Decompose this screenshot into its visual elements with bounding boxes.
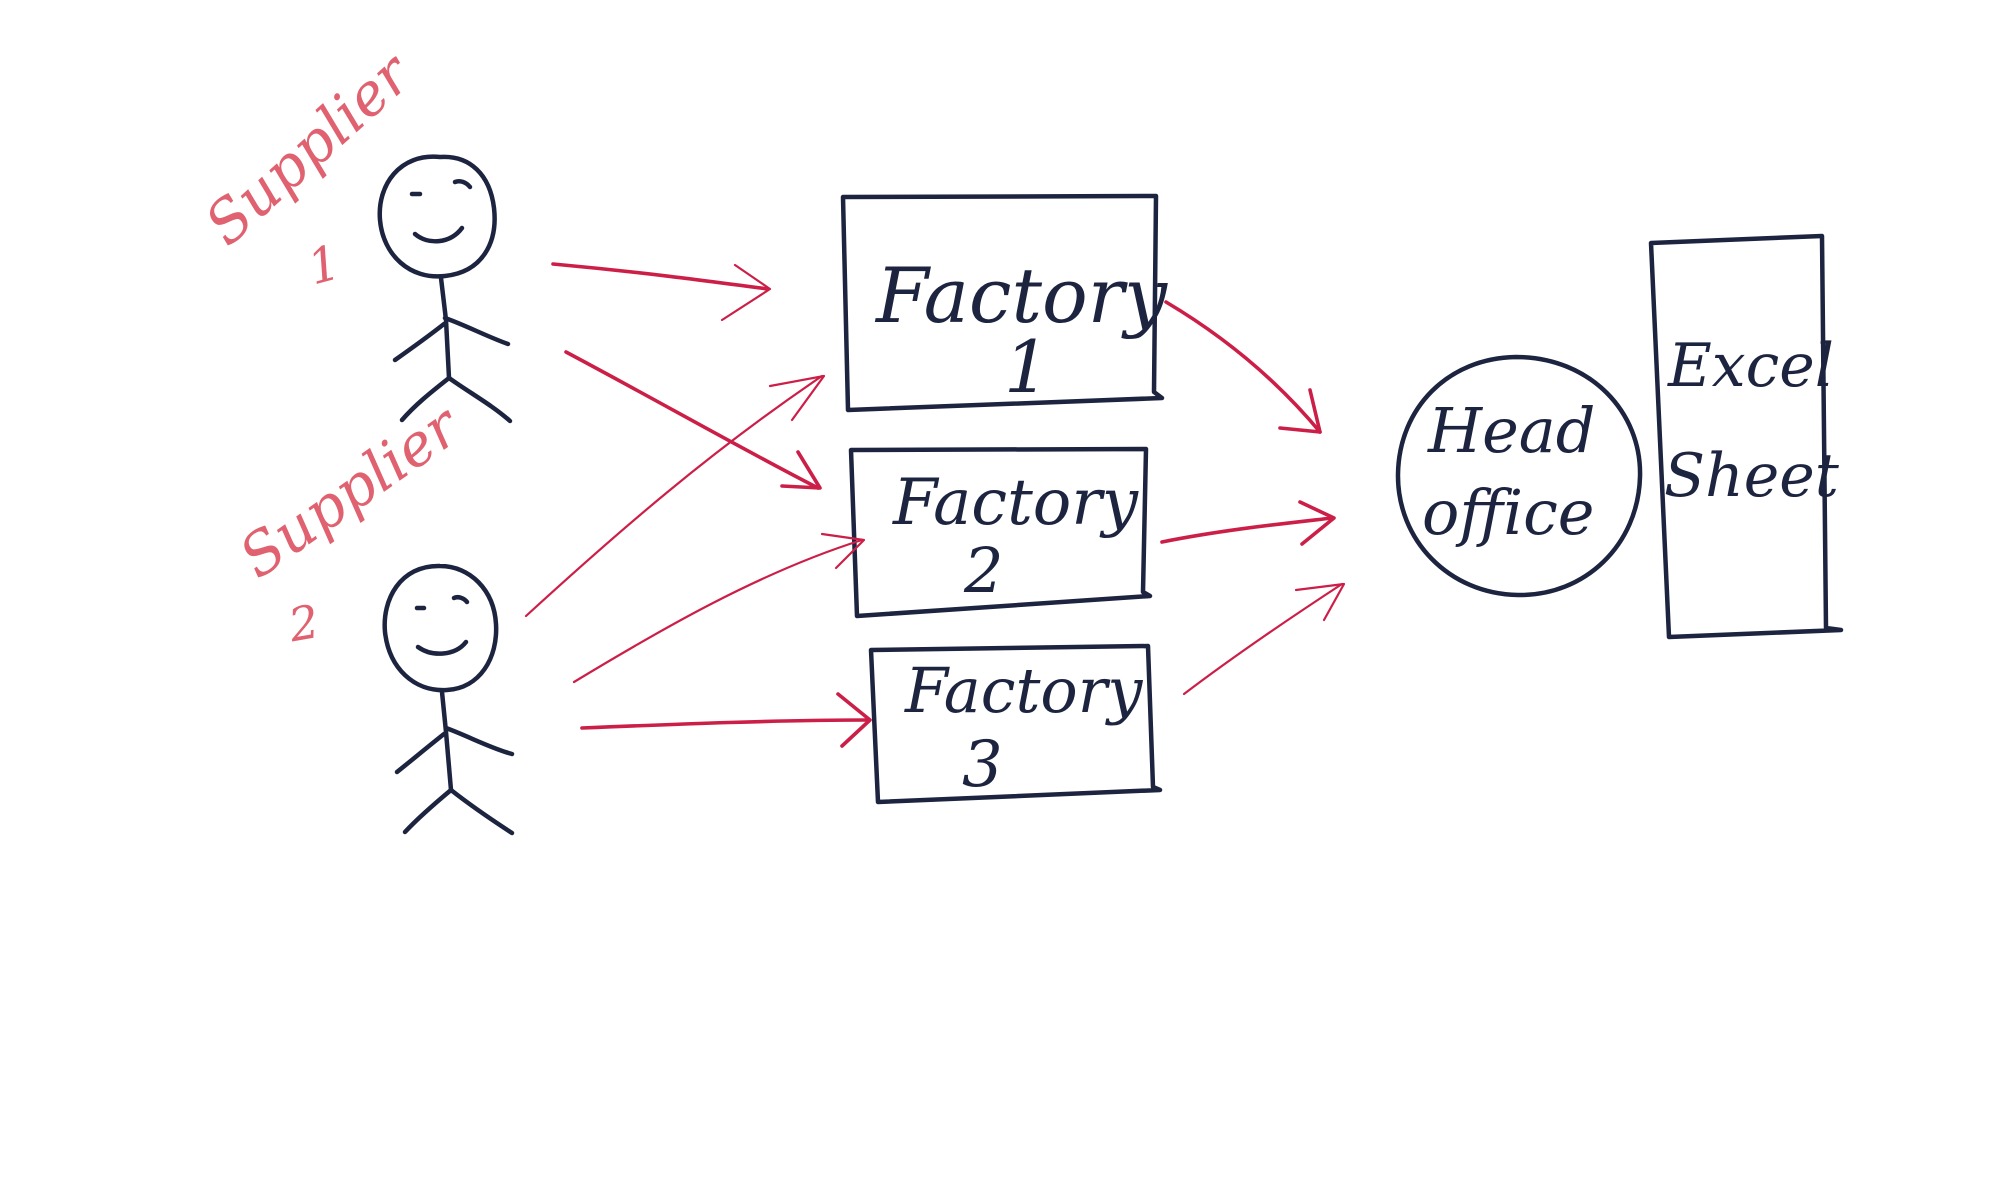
factory-1-number: 1 bbox=[1004, 325, 1050, 409]
excel-sheet-line1: Excel bbox=[1667, 331, 1834, 401]
factory-1: Factory 1 bbox=[840, 193, 1168, 413]
supplier-1-label: Supplier bbox=[192, 38, 426, 258]
arrow-supplier1-factory1 bbox=[551, 262, 772, 322]
head-office: Head office bbox=[1395, 354, 1643, 598]
supplier-1: Supplier 1 bbox=[192, 38, 513, 424]
supplier-1-number: 1 bbox=[302, 234, 346, 296]
arrow-supplier1-factory2 bbox=[564, 350, 822, 490]
excel-sheet-line2: Sheet bbox=[1664, 441, 1840, 511]
factory-2-box bbox=[848, 446, 1153, 619]
excel-sheet-box bbox=[1648, 233, 1844, 640]
factory-3-label: Factory bbox=[904, 654, 1143, 727]
factory-1-label: Factory bbox=[874, 251, 1168, 340]
factory-2: Factory 2 bbox=[848, 446, 1153, 619]
supplier-2: Supplier 2 bbox=[227, 390, 515, 836]
factory-1-box bbox=[840, 193, 1165, 413]
arrow-supplier2-factory1 bbox=[524, 374, 826, 618]
stick-figure-icon bbox=[377, 154, 513, 424]
factory-2-number: 2 bbox=[963, 534, 1003, 607]
factory-2-label: Factory bbox=[892, 466, 1139, 540]
arrow-supplier2-factory2 bbox=[572, 532, 866, 684]
head-office-line1: Head bbox=[1427, 394, 1595, 467]
factory-3-number: 3 bbox=[962, 728, 1003, 802]
supplier-2-label: Supplier bbox=[227, 390, 474, 591]
head-office-line2: office bbox=[1422, 476, 1595, 549]
head-office-circle bbox=[1395, 354, 1643, 598]
excel-sheet: Excel Sheet bbox=[1648, 233, 1844, 640]
arrow-factory2-headoffice bbox=[1160, 500, 1336, 546]
stick-figure-icon bbox=[382, 563, 515, 836]
factory-3: Factory 3 bbox=[868, 643, 1163, 805]
factory-3-box bbox=[868, 643, 1163, 805]
arrow-factory3-headoffice bbox=[1182, 582, 1346, 696]
arrow-factory1-headoffice bbox=[1164, 300, 1322, 434]
arrow-supplier2-factory3 bbox=[580, 692, 872, 748]
supplier-2-number: 2 bbox=[284, 594, 323, 652]
